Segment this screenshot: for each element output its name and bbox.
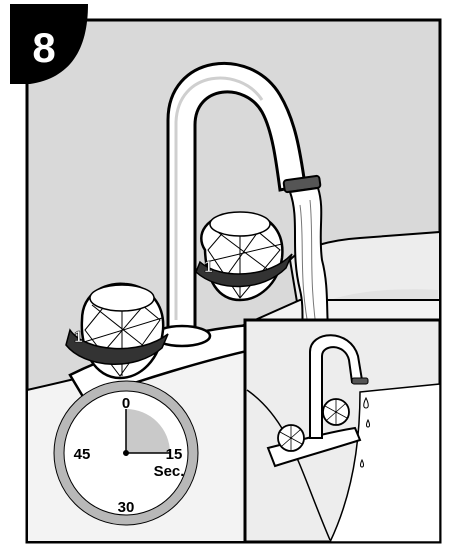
inset-spout-aerator xyxy=(352,378,368,384)
turn-label-left: 1 xyxy=(74,329,83,346)
timer-mark-top: 0 xyxy=(122,395,130,412)
timer-mark-right: 15 xyxy=(166,446,183,463)
timer-center-dot xyxy=(123,450,129,456)
timer-unit: Sec. xyxy=(154,463,185,480)
timer-mark-bottom: 30 xyxy=(118,499,135,516)
turn-label-right: 1 xyxy=(204,259,213,276)
step-number: 8 xyxy=(32,24,55,71)
timer: 0 15 Sec. 30 45 xyxy=(54,381,198,525)
inset-panel xyxy=(245,320,440,542)
timer-mark-left: 45 xyxy=(74,446,91,463)
